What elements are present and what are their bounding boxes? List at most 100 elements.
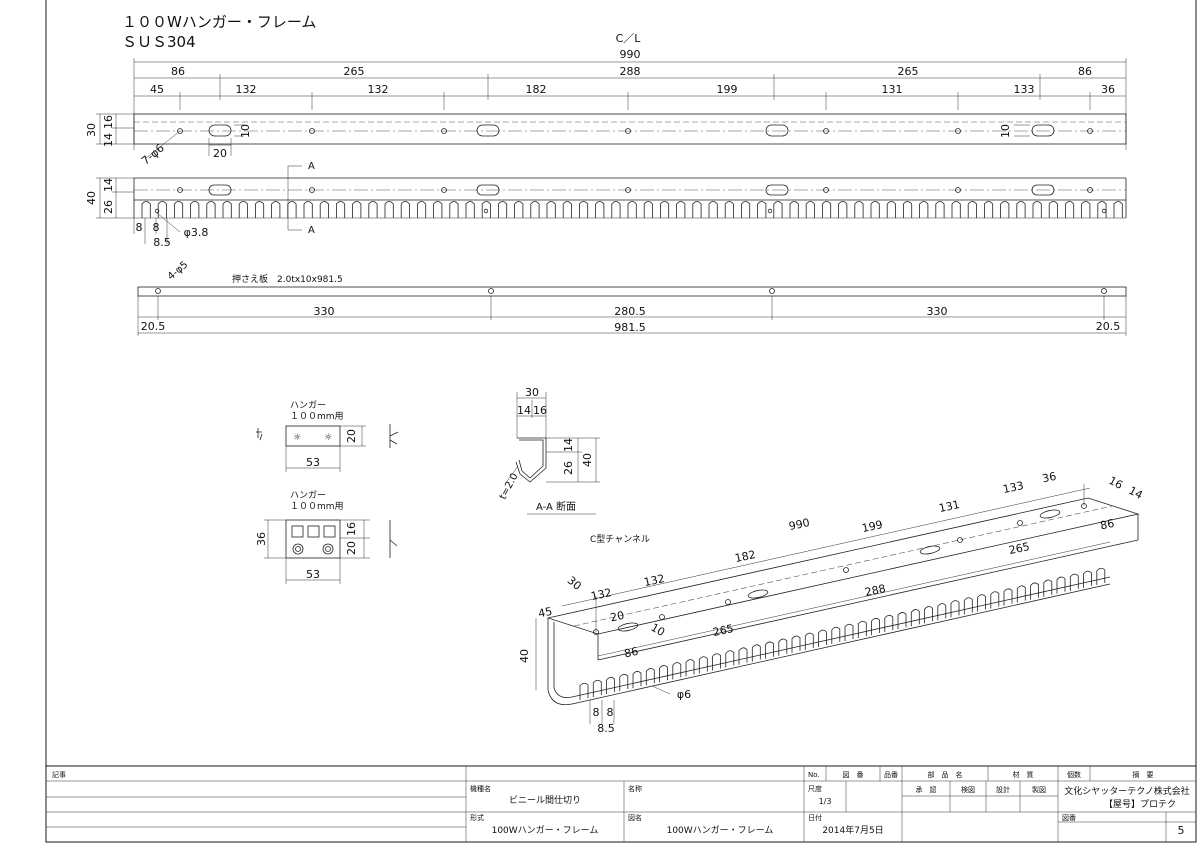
tb-zaishitsu-label: 材 質: [1013, 770, 1034, 779]
hanger1-hole-icon-left: ☼: [293, 433, 301, 443]
hanger1-subtitle: １００mm用: [290, 411, 344, 422]
section-top-16: 16: [533, 404, 547, 417]
tb-zuban-label: 図 番: [843, 771, 864, 779]
tb-zuban2-label: 図番: [1062, 814, 1076, 822]
iso-teeth-path: [579, 567, 1106, 700]
dim-row2-4: 199: [717, 83, 738, 96]
dim-tooth-8b: 8: [153, 221, 160, 234]
iso-132-a: 132: [643, 572, 666, 589]
iso-30: 30: [565, 574, 584, 593]
section-mark-top: A: [308, 161, 315, 172]
hanger2-dim-20: 20: [345, 541, 358, 555]
iso-8b: 8: [607, 706, 614, 719]
tb-hinban-label: 品番: [884, 771, 898, 779]
plate-hole-note: 4-φ5: [166, 259, 191, 282]
tb-sekkei-label: 設計: [996, 785, 1010, 794]
dim-row2-3: 182: [526, 83, 547, 96]
drawing-material: ＳＵＳ304: [122, 33, 196, 51]
plate-label: 押さえ板 2.0tx10x981.5: [232, 273, 343, 285]
tb-sheet-no: 5: [1178, 824, 1185, 837]
hanger2-title: ハンガー: [290, 490, 326, 501]
tb-notes-label: 記事: [52, 770, 66, 779]
plate-overall: 981.5: [614, 321, 646, 334]
iso-131: 131: [938, 498, 961, 515]
plate-dim-3: 330: [927, 305, 948, 318]
hanger1-side-left: [256, 428, 263, 441]
hanger2-height: 36: [255, 532, 268, 546]
section-thickness: t=2.0: [498, 472, 521, 502]
iso-85: 8.5: [597, 722, 615, 735]
section-height-40: 40: [581, 453, 594, 467]
tb-buhin-label: 部 品 名: [928, 770, 963, 779]
dim-row1-2: 288: [620, 65, 641, 78]
dim-slot-width: 20: [213, 147, 227, 160]
plate-outline: [137, 286, 1127, 297]
tb-zumei-label: 図名: [628, 813, 642, 822]
iso-86: 86: [623, 645, 639, 661]
tb-hizuke-label: 日付: [808, 813, 822, 822]
front-view-teeth: [134, 201, 1126, 219]
dim-row2-2: 132: [368, 83, 389, 96]
iso-teeth: [579, 567, 1106, 700]
dim-row2-6: 133: [1014, 83, 1035, 96]
tb-kishu-label: 機種名: [470, 784, 491, 793]
iso-phi6: φ6: [677, 688, 691, 701]
tb-meisho-label: 名称: [628, 784, 642, 793]
dim-row2-7: 36: [1101, 83, 1115, 96]
tb-company: 文化シヤッターテクノ株式会社: [1064, 785, 1189, 797]
iso-86-right: 86: [1099, 517, 1115, 533]
section-right-26: 26: [562, 461, 575, 475]
section-aa: 30 14 16 14 26 40 t=2.0 A-A 断面: [498, 386, 600, 515]
iso-20: 20: [609, 609, 625, 625]
front-view: 40 26 14 A A 8 8 8.5 φ3.8: [85, 161, 1127, 249]
tb-kishu-value: ビニール間仕切り: [509, 794, 581, 806]
section-caption: A-A 断面: [536, 500, 576, 513]
iso-265: 265: [712, 622, 735, 639]
iso-caption: C型チャンネル: [590, 534, 650, 545]
iso-182: 182: [734, 548, 757, 565]
dim-front-26: 26: [102, 200, 115, 214]
title-block: 記事 機種名 ビニール間仕切り 名称 形式 100Wハンガー・フレーム 図名 1…: [45, 765, 1197, 843]
iso-10: 10: [648, 621, 667, 639]
tb-keishiki-label: 形式: [470, 813, 484, 822]
dim-row2-1: 132: [236, 83, 257, 96]
section-top-14: 14: [517, 404, 531, 417]
dim-tooth-8a: 8: [136, 221, 143, 234]
dim-height-16: 16: [102, 115, 115, 129]
iso-14: 14: [1126, 484, 1144, 502]
top-view-outline: [133, 113, 1127, 145]
section-profile-inner: [519, 439, 544, 479]
tb-shakudo-label: 尺度: [808, 784, 822, 793]
hanger2-side: [389, 520, 398, 558]
pressure-plate-view: 押さえ板 2.0tx10x981.5 4-φ5 20.5 330 280.5 3…: [137, 259, 1127, 336]
iso-45: 45: [537, 605, 553, 621]
dim-front-height-40: 40: [85, 191, 98, 205]
section-right-14: 14: [562, 438, 575, 452]
dim-overall-990: 990: [620, 48, 641, 61]
hanger-36-view: ハンガー １００mm用 36 20 16 53: [255, 490, 398, 584]
tb-no-label: No.: [808, 771, 820, 779]
plate-dim-2: 280.5: [614, 305, 646, 318]
iso-199: 199: [861, 518, 884, 535]
section-lip: [515, 459, 523, 475]
tb-tekiyo-label: 摘 要: [1133, 770, 1154, 779]
dim-row2-5: 131: [882, 83, 903, 96]
comb-teeth-path: [141, 201, 1123, 218]
dim-row1-3: 265: [898, 65, 919, 78]
tb-kosu-label: 個数: [1067, 770, 1081, 779]
tb-shonin-label: 承 認: [916, 785, 937, 794]
iso-288: 288: [864, 582, 887, 599]
dim-height-30: 30: [85, 123, 98, 137]
hanger-20-view: ハンガー １００mm用 ☼ ☼ 20 53: [256, 400, 399, 472]
isometric-view: C型チャンネル 990 199 131 133 36 16 14 86: [518, 470, 1145, 735]
tb-hizuke-value: 2014年7月5日: [822, 824, 883, 836]
dim-slot-height: 10: [239, 124, 252, 138]
hanger1-width: 53: [306, 456, 320, 469]
hanger1-outline: [285, 425, 341, 447]
iso-133: 133: [1002, 479, 1025, 496]
hole-note-7phi6: 7-φ6: [139, 141, 167, 167]
hanger2-dim-16: 16: [345, 522, 358, 536]
plate-dim-4: 20.5: [1096, 320, 1121, 333]
hanger2-width: 53: [306, 568, 320, 581]
